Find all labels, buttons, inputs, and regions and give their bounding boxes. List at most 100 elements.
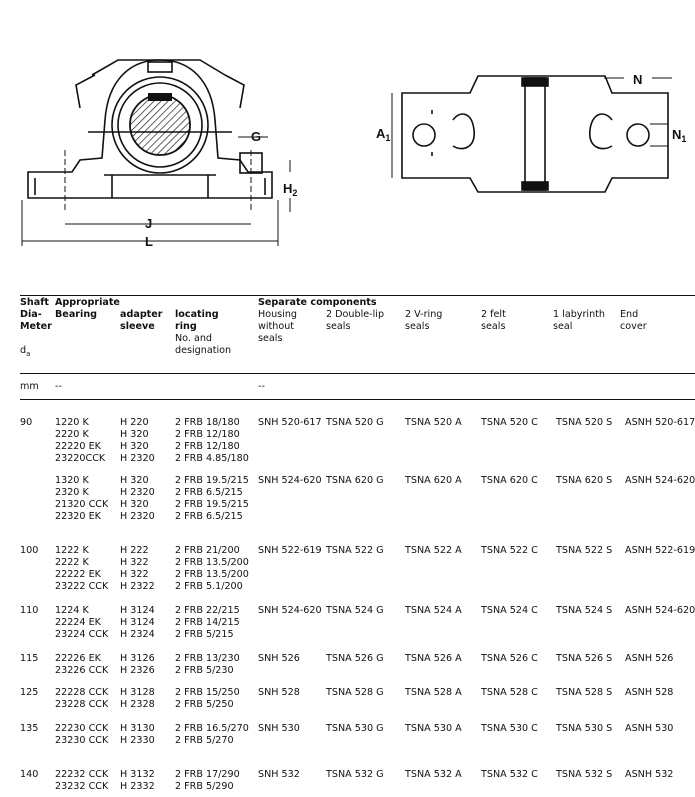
adapter-sleeve-cell-line: H 3128 xyxy=(120,687,155,698)
shaft-diameter-cell: 90 xyxy=(20,417,32,429)
shaft-diameter-cell-line: 90 xyxy=(20,417,33,428)
v-ring-seal-cell-line: TSNA 532 A xyxy=(405,769,462,780)
end-cover-cell-line: ASNH 520-617 xyxy=(625,417,695,428)
housing-cell: SNH 522-619 xyxy=(258,545,322,557)
housing-cell-line: SNH 526 xyxy=(258,653,300,664)
felt-seal-cell-line: TSNA 620 C xyxy=(481,475,538,486)
end-cover-cell-line: ASNH 526 xyxy=(625,653,674,664)
locating-ring-cell-line: 2 FRB 13.5/200 xyxy=(175,557,249,568)
v-ring-seal-cell-line: TSNA 530 A xyxy=(405,723,462,734)
locating-ring-cell-line: 2 FRB 16.5/270 xyxy=(175,723,249,734)
locating-ring-cell-line: 2 FRB 14/215 xyxy=(175,617,240,628)
header-double-lip-seals: 2 Double-lip seals xyxy=(326,309,385,332)
units-rule xyxy=(20,399,695,400)
locating-ring-cell-line: 2 FRB 19.5/215 xyxy=(175,475,249,486)
felt-seal-cell: TSNA 532 C xyxy=(481,769,538,781)
dimension-label-j: J xyxy=(145,216,152,231)
double-lip-seal-cell-line: TSNA 520 G xyxy=(326,417,384,428)
double-lip-seal-cell: TSNA 532 G xyxy=(326,769,384,781)
end-cover-cell-line: ASNH 528 xyxy=(625,687,674,698)
adapter-sleeve-cell-line: H 2328 xyxy=(120,699,155,710)
labyrinth-seal-cell: TSNA 522 S xyxy=(556,545,612,557)
dimension-label-h2: H2 xyxy=(283,181,297,198)
labyrinth-seal-cell: TSNA 526 S xyxy=(556,653,612,665)
bearing-cell-line: 22232 CCK xyxy=(55,769,109,780)
adapter-sleeve-cell-line: H 322 xyxy=(120,557,149,568)
top-view-dimensions xyxy=(391,77,672,178)
shaft-diameter-cell: 110 xyxy=(20,605,38,617)
adapter-sleeve-cell-line: H 2320 xyxy=(120,511,155,522)
double-lip-seal-cell: TSNA 520 G xyxy=(326,417,384,429)
housing-cell-line: SNH 524-620 xyxy=(258,605,322,616)
bearing-cell-line: 23224 CCK xyxy=(55,629,109,640)
shaft-diameter-cell: 115 xyxy=(20,653,38,665)
felt-seal-cell: TSNA 620 C xyxy=(481,475,538,487)
shaft-diameter-cell-line: 140 xyxy=(20,769,39,780)
end-cover-cell: ASNH 532 xyxy=(625,769,673,781)
dimension-label-n1: N1 xyxy=(672,127,686,144)
housing-cell: SNH 528 xyxy=(258,687,300,699)
end-cover-cell: ASNH 526 xyxy=(625,653,673,665)
shaft-diameter-cell-line: 110 xyxy=(20,605,39,616)
double-lip-seal-cell-line: TSNA 620 G xyxy=(326,475,384,486)
adapter-sleeve-cell-line: H 322 xyxy=(120,569,149,580)
adapter-sleeve-cell-line: H 2320 xyxy=(120,487,155,498)
header-felt-seals: 2 felt seals xyxy=(481,309,506,332)
adapter-sleeve-cell-line: H 2322 xyxy=(120,581,155,592)
felt-seal-cell-line: TSNA 524 C xyxy=(481,605,538,616)
felt-seal-cell: TSNA 522 C xyxy=(481,545,538,557)
table-top-rule xyxy=(20,295,695,296)
bearing-cell-line: 22320 EK xyxy=(55,511,101,522)
felt-seal-cell: TSNA 524 C xyxy=(481,605,538,617)
locating-ring-cell-line: 2 FRB 6.5/215 xyxy=(175,487,243,498)
adapter-sleeve-cell-line: H 320 xyxy=(120,441,149,452)
labyrinth-seal-cell-line: TSNA 524 S xyxy=(556,605,613,616)
double-lip-seal-cell: TSNA 522 G xyxy=(326,545,384,557)
labyrinth-seal-cell-line: TSNA 520 S xyxy=(556,417,613,428)
labyrinth-seal-cell: TSNA 524 S xyxy=(556,605,612,617)
double-lip-seal-cell: TSNA 526 G xyxy=(326,653,384,665)
dimension-label-a1: A1 xyxy=(376,126,390,143)
v-ring-seal-cell: TSNA 532 A xyxy=(405,769,462,781)
bearing-cell-line: 21320 CCK xyxy=(55,499,109,510)
felt-seal-cell-line: TSNA 528 C xyxy=(481,687,538,698)
v-ring-seal-cell: TSNA 520 A xyxy=(405,417,462,429)
unit-shaft: mm xyxy=(20,381,39,392)
felt-seal-cell-line: TSNA 530 C xyxy=(481,723,538,734)
locating-ring-cell-line: 2 FRB 15/250 xyxy=(175,687,240,698)
locating-ring-cell-line: 2 FRB 5/270 xyxy=(175,735,234,746)
locating-ring-cell-line: 2 FRB 12/180 xyxy=(175,441,240,452)
housing-cell: SNH 520-617 xyxy=(258,417,322,429)
bearing-cell-line: 2320 K xyxy=(55,487,89,498)
bearing-cell-line: 2222 K xyxy=(55,557,89,568)
double-lip-seal-cell: TSNA 524 G xyxy=(326,605,384,617)
v-ring-seal-cell: TSNA 522 A xyxy=(405,545,462,557)
dimension-label-l: L xyxy=(145,234,153,249)
adapter-sleeve-cell-line: H 3124 xyxy=(120,605,155,616)
shaft-diameter-cell: 140 xyxy=(20,769,38,781)
bearing-cell-line: 22226 EK xyxy=(55,653,101,664)
bearing-cell-line: 1320 K xyxy=(55,475,89,486)
header-locating-ring: locating ring No. and designation xyxy=(175,309,232,356)
housing-cell-line: SNH 528 xyxy=(258,687,300,698)
housing-cell: SNH 524-620 xyxy=(258,605,322,617)
v-ring-seal-cell: TSNA 530 A xyxy=(405,723,462,735)
shaft-diameter-cell: 125 xyxy=(20,687,38,699)
technical-drawings: G H2 J L A1 N N1 xyxy=(21,59,686,249)
header-labyrinth-seal: 1 labyrinth seal xyxy=(553,309,605,332)
front-view-drawing xyxy=(27,59,273,210)
labyrinth-seal-cell-line: TSNA 526 S xyxy=(556,653,613,664)
header-end-cover: End cover xyxy=(620,309,647,332)
header-shaft: Shaft Dia- Meter da xyxy=(20,297,52,358)
